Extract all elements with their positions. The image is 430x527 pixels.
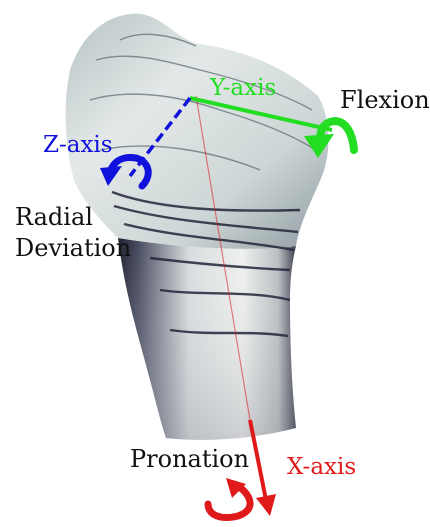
pronation-label: Pronation [130,447,249,471]
flexion-label: Flexion [340,88,430,112]
y-axis-label: Y-axis [210,77,276,100]
radial-deviation-label-line2: Deviation [15,236,131,260]
x-axis-label: X-axis [287,456,356,479]
pronation-rotation-arrow [208,486,250,518]
radial-deviation-label-line1: Radial [15,205,93,229]
z-axis-label: Z-axis [43,134,113,157]
x-axis-arrowhead [256,494,276,516]
